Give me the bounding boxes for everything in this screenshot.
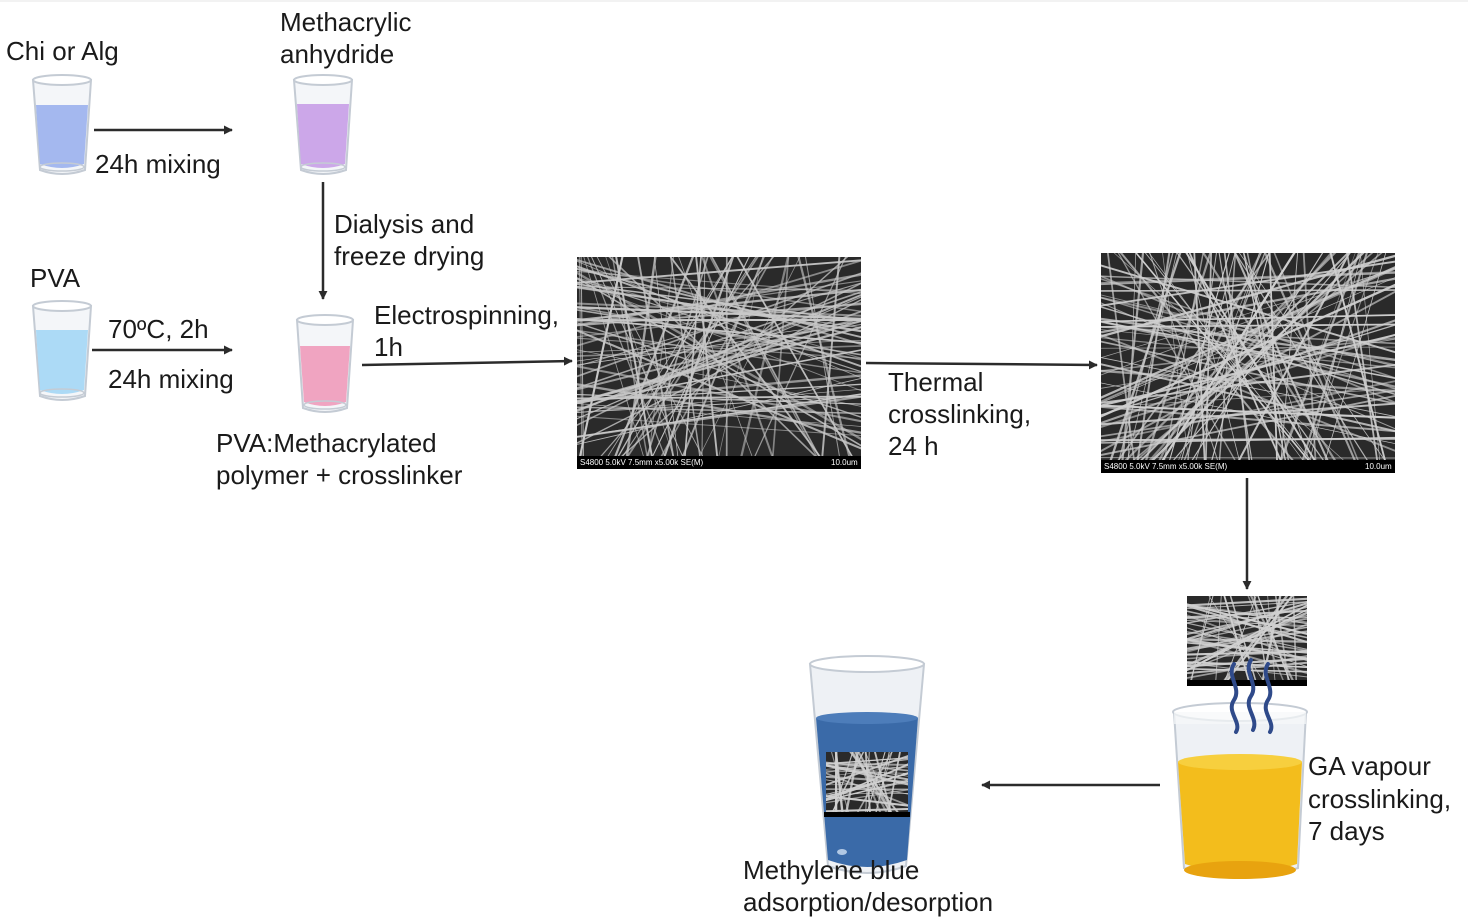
label-ga-3: 7 days <box>1308 816 1385 846</box>
arrow-electrospinning <box>361 356 573 367</box>
ga-vapour-container <box>1172 596 1308 879</box>
beaker-chi-alg <box>31 74 93 175</box>
label-ga-2: crosslinking, <box>1308 784 1452 814</box>
label-chi-or-alg: Chi or Alg <box>6 36 119 66</box>
beaker-methacrylic-anhydride <box>292 74 354 175</box>
sem-image-thermal: S4800 5.0kV 7.5mm x5.00k SE(M) 10.0um <box>1101 253 1395 473</box>
label-electrospinning-1: Electrospinning, <box>374 300 559 330</box>
sem-bar-scale: 10.0um <box>831 458 858 467</box>
label-mb-1: Methylene blue <box>743 855 920 885</box>
label-mixing-top: 24h mixing <box>95 149 221 179</box>
label-mb-2: adsorption/desorption <box>743 887 994 917</box>
sem-bar-label: S4800 5.0kV 7.5mm x5.00k SE(M) <box>580 458 704 467</box>
beaker-pva-methacrylated <box>295 314 355 413</box>
sem-bar-scale: 10.0um <box>1365 462 1392 471</box>
label-thermal-3: 24 h <box>888 431 939 461</box>
label-pva-meth-2: polymer + crosslinker <box>216 460 463 490</box>
label-electrospinning-2: 1h <box>374 332 403 362</box>
label-mixing-bottom: 24h mixing <box>108 364 234 394</box>
label-thermal-2: crosslinking, <box>888 399 1032 429</box>
methylene-blue-beaker <box>808 655 926 874</box>
label-methacrylic-1: Methacrylic <box>280 7 412 37</box>
sem-image-electrospun: S4800 5.0kV 7.5mm x5.00k SE(M) 10.0um <box>577 257 861 469</box>
label-methacrylic-2: anhydride <box>280 39 395 69</box>
label-temp-time: 70ºC, 2h <box>108 314 209 344</box>
arrow-thermal <box>865 360 1098 370</box>
label-dialysis-1: Dialysis and <box>334 209 475 239</box>
label-dialysis-2: freeze drying <box>334 241 485 271</box>
label-pva-meth-1: PVA:Methacrylated <box>216 428 437 458</box>
sem-bar-label: S4800 5.0kV 7.5mm x5.00k SE(M) <box>1104 462 1228 471</box>
beaker-pva <box>31 300 93 401</box>
label-thermal-1: Thermal <box>888 367 984 397</box>
label-ga-1: GA vapour <box>1308 751 1431 781</box>
label-pva: PVA <box>30 263 81 293</box>
arrows <box>92 125 1252 790</box>
